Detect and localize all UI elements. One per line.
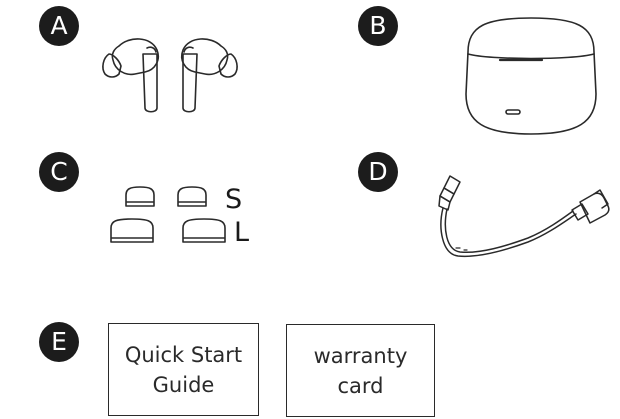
- left-earbud: [102, 38, 160, 113]
- size-label-l: L: [234, 217, 250, 248]
- badge-a: A: [39, 6, 79, 46]
- warranty-card: warranty card: [286, 324, 435, 417]
- quick-start-guide-card: Quick Start Guide: [108, 323, 259, 416]
- right-earbud: [180, 38, 238, 113]
- badge-c: C: [39, 152, 79, 192]
- warranty-card-line-1: warranty: [313, 343, 408, 368]
- ear-tip-large-1: [110, 218, 154, 243]
- ear-tip-large-2: [182, 218, 226, 243]
- quick-start-guide-line-2: Guide: [152, 372, 215, 397]
- badge-e: E: [39, 322, 79, 362]
- earbuds-icon: [102, 38, 238, 113]
- size-label-s: S: [225, 184, 243, 215]
- charging-case-icon: [465, 17, 597, 135]
- ear-tips-icon: [110, 186, 226, 243]
- usb-a-connector: [571, 189, 610, 224]
- warranty-card-line-2: card: [337, 373, 384, 398]
- badge-d: D: [358, 152, 398, 192]
- ear-tip-small-1: [125, 186, 155, 207]
- ear-tip-small-2: [177, 186, 207, 207]
- usb-c-cable-icon: [438, 175, 610, 258]
- usb-c-connector: [438, 175, 461, 211]
- quick-start-guide-line-1: Quick Start: [124, 342, 243, 367]
- badge-b: B: [358, 6, 398, 46]
